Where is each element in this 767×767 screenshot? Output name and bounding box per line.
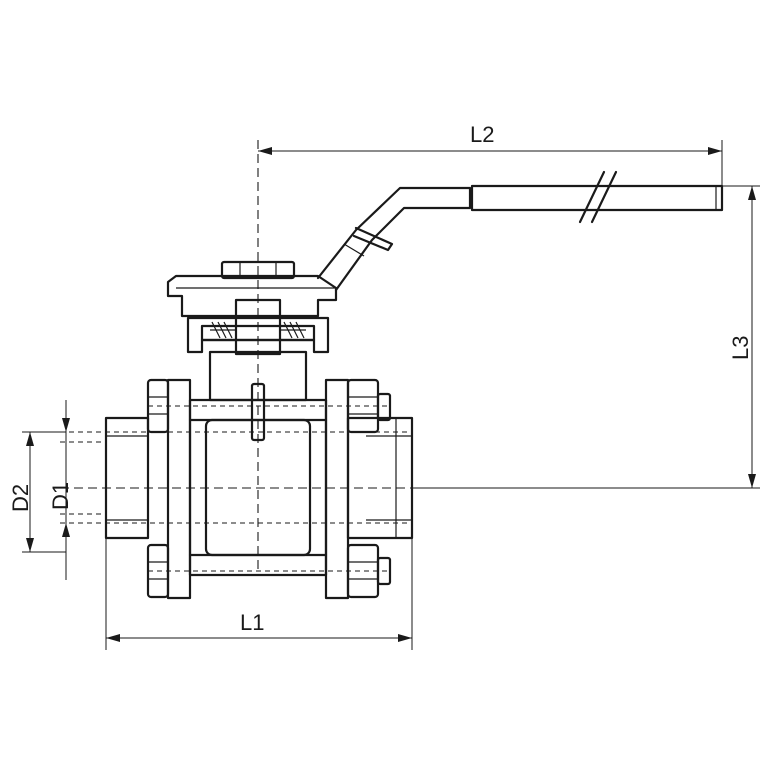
right-end-connector	[346, 416, 414, 540]
break-mark-2	[590, 170, 618, 224]
label-L3: L3	[728, 336, 753, 360]
right-flange	[324, 378, 350, 600]
lever-arm	[316, 186, 472, 292]
top-nut	[220, 260, 296, 280]
lever-grip	[470, 184, 724, 212]
dimension-D2: D2	[8, 431, 66, 553]
label-D2: D2	[8, 484, 33, 512]
stem-assembly	[166, 260, 338, 442]
label-L2: L2	[470, 122, 494, 147]
label-L1: L1	[240, 610, 264, 635]
dimension-L2: L2	[258, 122, 723, 186]
left-flange	[166, 378, 192, 600]
lever-handle	[316, 170, 724, 292]
dimension-D1: D1	[48, 400, 73, 580]
break-mark-1	[578, 170, 606, 224]
label-D1: D1	[48, 482, 73, 510]
dimension-L3: L3	[412, 185, 760, 489]
lock-tab	[352, 226, 394, 252]
handle-plate	[166, 274, 338, 318]
valve-body	[60, 378, 414, 600]
dimension-L1: L1	[105, 538, 413, 650]
left-end-connector	[104, 416, 150, 540]
